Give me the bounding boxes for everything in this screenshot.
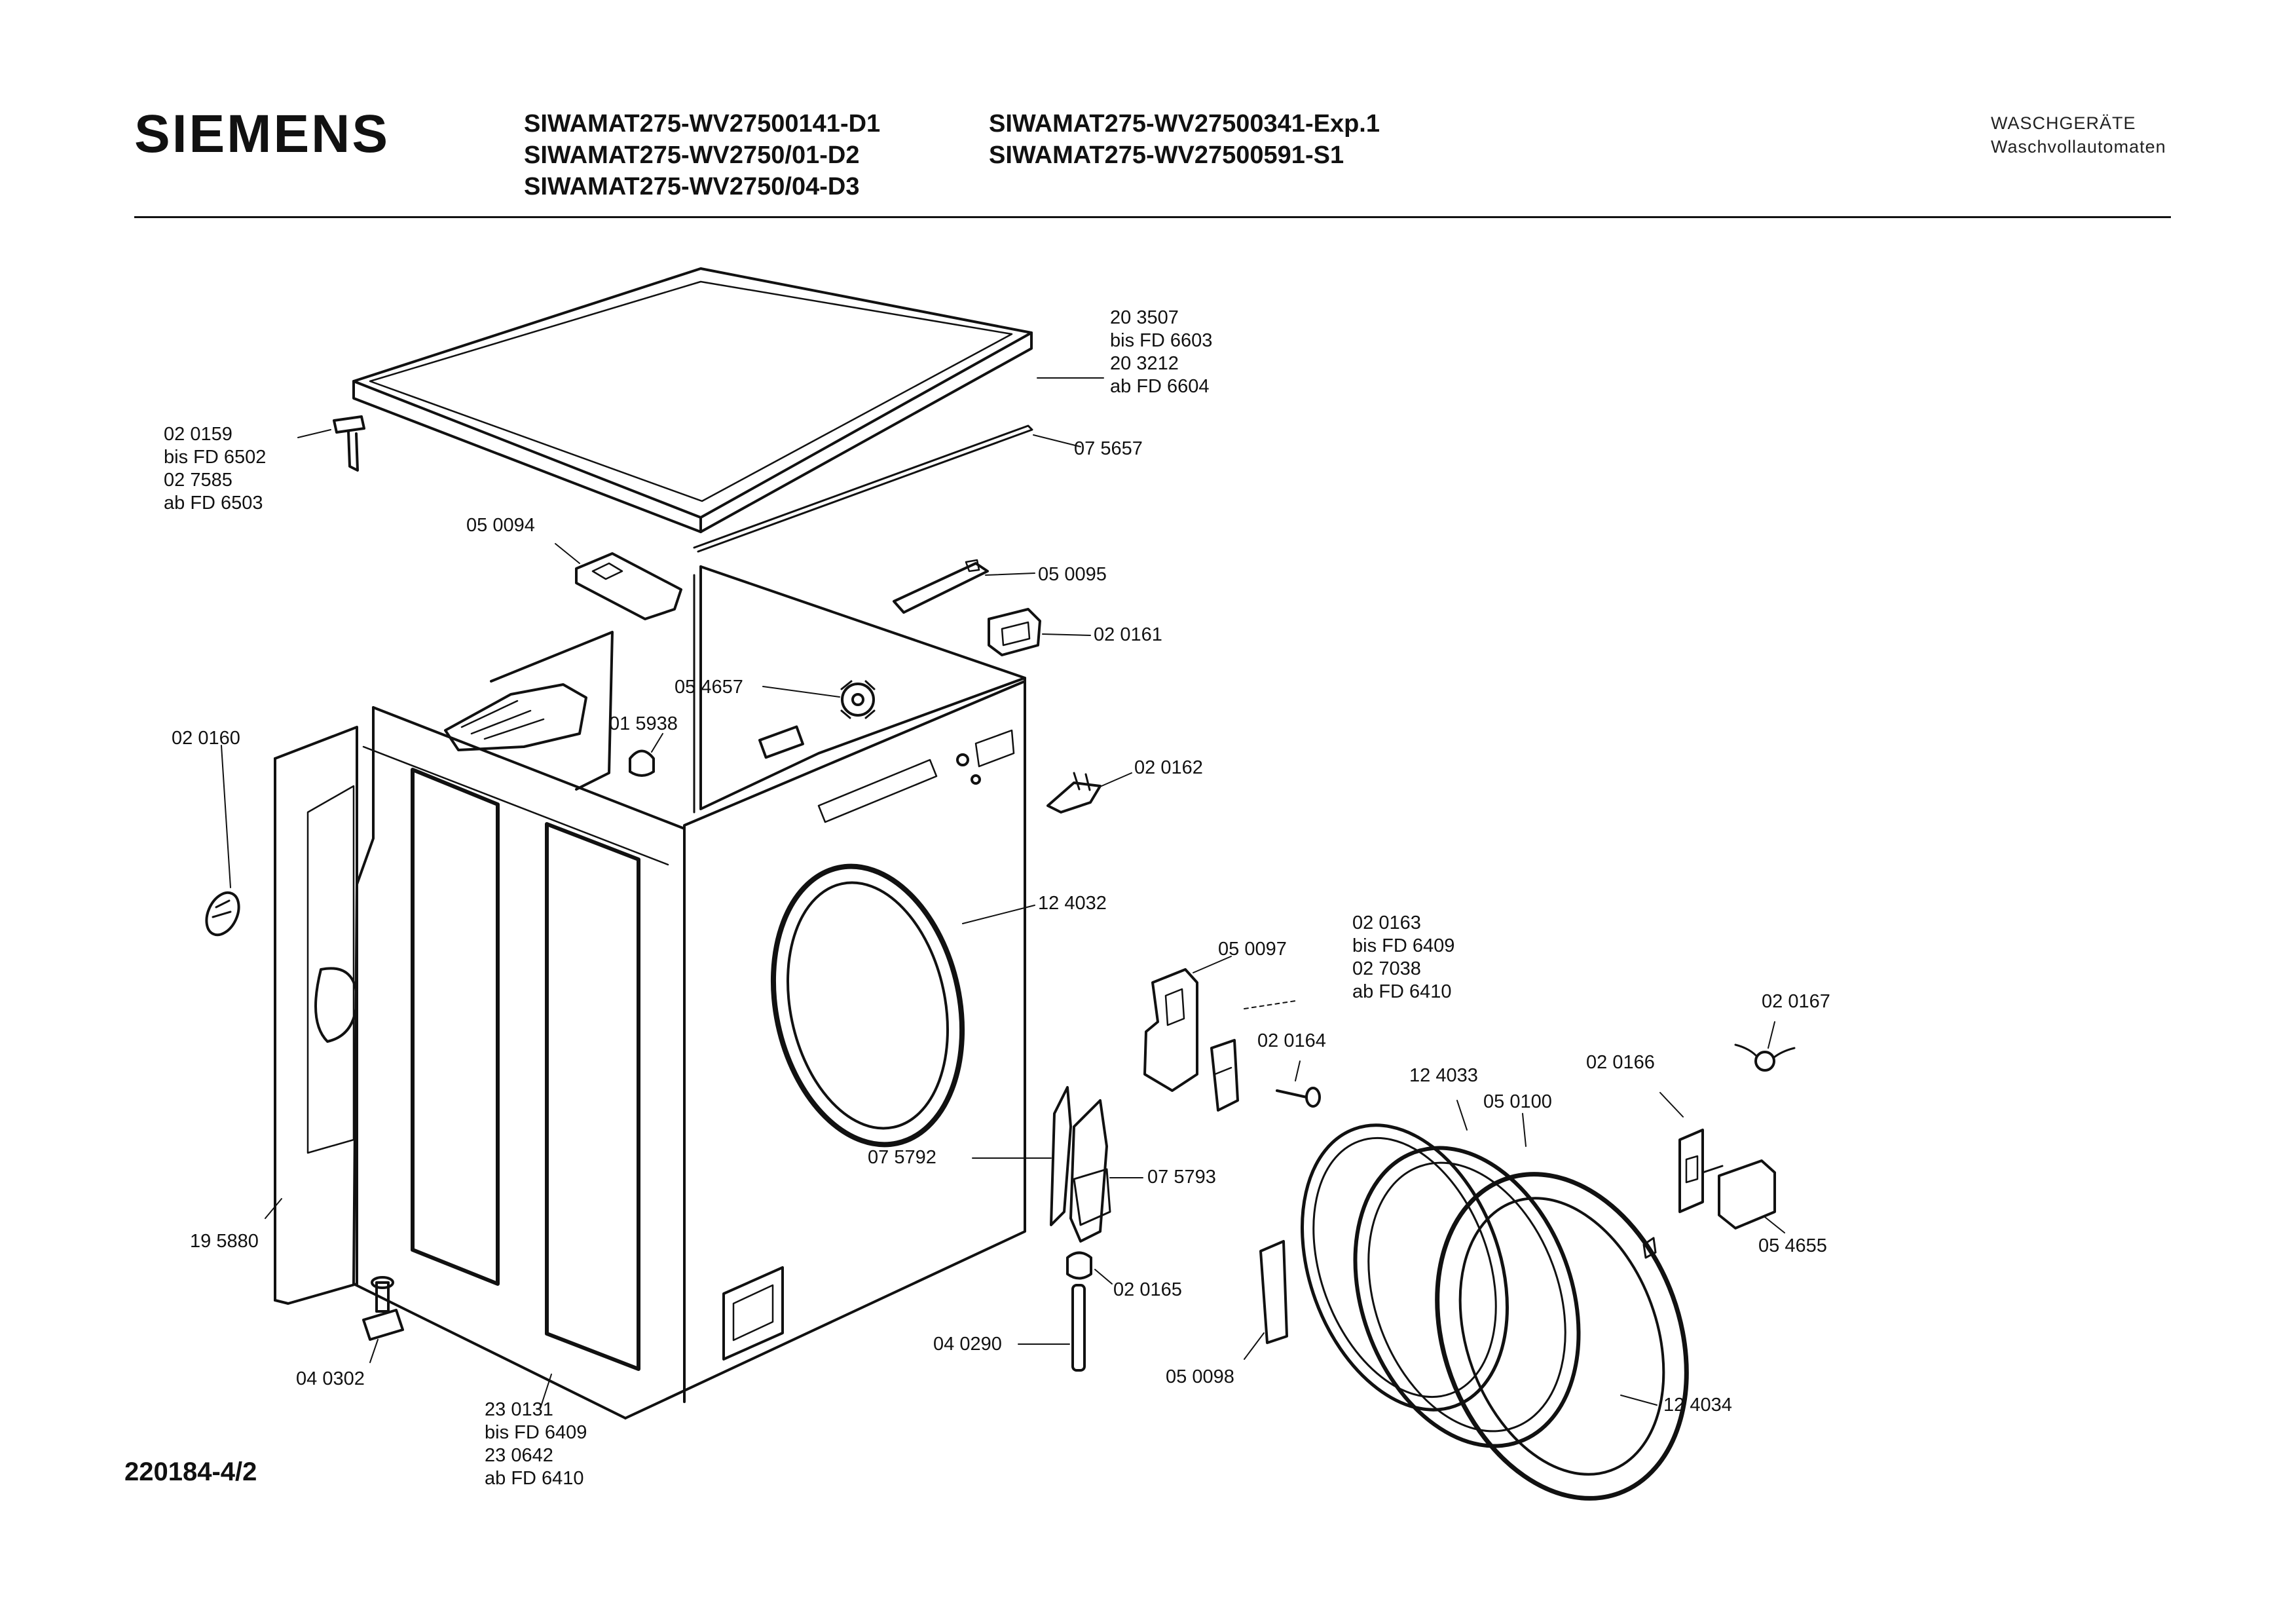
heater-drawing [444, 631, 614, 791]
brand-logo: SIEMENS [134, 104, 390, 164]
hinge-part-drawing [1210, 1000, 1296, 1112]
model-line: SIWAMAT275-WV27500141-D1 [524, 110, 881, 138]
label-top-clip: 02 0159 bis FD 6502 02 7585 ab FD 6503 [164, 423, 266, 515]
label-line: ab FD 6410 [485, 1468, 584, 1489]
drawing-code: 220184-4/2 [124, 1457, 257, 1486]
model-list-col1: SIWAMAT275-WV27500141-D1 SIWAMAT275-WV27… [524, 108, 880, 202]
top-cover-drawing [352, 267, 1104, 553]
label-line: 02 7585 [164, 470, 232, 491]
header-rule [134, 216, 2171, 218]
label-hinge-left-plate: 07 5792 [868, 1147, 936, 1168]
hinge-bracket-drawing [1143, 956, 1232, 1092]
label-bracket-left: 05 0094 [466, 515, 535, 536]
label-block-right: 02 0161 [1094, 624, 1162, 645]
door-handle-drawing [1701, 1159, 1785, 1233]
category-label: WASCHGERÄTE Waschvollautomaten [1991, 111, 2166, 159]
label-screw: 02 0164 [1257, 1030, 1326, 1051]
label-line: ab FD 6410 [1352, 981, 1452, 1002]
label-line: 02 0163 [1352, 912, 1421, 933]
label-door-hinge-strap: 05 0098 [1166, 1366, 1234, 1387]
label-seal-strip: 07 5657 [1074, 438, 1143, 459]
label-rail-right: 05 0095 [1038, 564, 1107, 585]
foot-drawing [362, 1276, 404, 1363]
label-side-panel: 19 5880 [190, 1231, 259, 1252]
latch-plate-drawing [1659, 1092, 1704, 1213]
screw-drawing [1276, 1060, 1321, 1108]
label-grommet: 02 0160 [172, 728, 240, 749]
label-door-outer-ring: 12 4034 [1663, 1395, 1732, 1416]
cap-drawing [629, 733, 663, 777]
label-line: ab FD 6604 [1110, 376, 1210, 397]
label-cabinet: 23 0131 bis FD 6409 23 0642 ab FD 6410 [485, 1398, 587, 1490]
label-latch-plate: 02 0166 [1586, 1052, 1655, 1073]
bracket-left-drawing [555, 543, 682, 620]
label-line: 23 0131 [485, 1399, 553, 1420]
label-door-handle: 05 4655 [1758, 1235, 1827, 1256]
rail-right-drawing [893, 559, 1035, 614]
label-foot: 04 0302 [296, 1368, 365, 1389]
foot-nut-pin-drawing [1018, 1251, 1113, 1372]
model-line: SIWAMAT275-WV27500341-Exp.1 [989, 110, 1380, 138]
grommet-drawing [205, 745, 240, 937]
model-line: SIWAMAT275-WV27500591-S1 [989, 141, 1344, 169]
label-star-knob: 05 4657 [675, 677, 743, 698]
label-door-inner-ring: 12 4033 [1409, 1065, 1478, 1086]
label-line: 02 0159 [164, 424, 232, 445]
star-knob-drawing [762, 680, 876, 719]
model-list-col2: SIWAMAT275-WV27500341-Exp.1 SIWAMAT275-W… [989, 108, 1380, 171]
hinge-plates-drawing [972, 1086, 1143, 1243]
label-line: bis FD 6603 [1110, 330, 1213, 351]
block-right-drawing [988, 608, 1091, 656]
label-line: 23 0642 [485, 1445, 553, 1466]
top-clip-drawing [297, 415, 365, 472]
label-pin: 04 0290 [933, 1334, 1002, 1355]
model-line: SIWAMAT275-WV2750/01-D2 [524, 141, 860, 169]
label-hinge-right-plate: 07 5793 [1147, 1167, 1216, 1188]
label-cap: 01 5938 [609, 713, 678, 734]
label-door-glass-ring: 05 0100 [1483, 1091, 1552, 1112]
label-line: bis FD 6409 [485, 1422, 587, 1443]
label-top-cover: 20 3507 bis FD 6603 20 3212 ab FD 6604 [1110, 307, 1212, 398]
model-line: SIWAMAT275-WV2750/04-D3 [524, 173, 860, 200]
label-line: bis FD 6502 [164, 447, 267, 468]
label-line: bis FD 6409 [1352, 935, 1455, 956]
category-line: WASCHGERÄTE [1991, 113, 2136, 133]
label-wing-nut: 02 0167 [1762, 991, 1830, 1012]
cabinet-drawing [352, 565, 1026, 1419]
label-line: 02 7038 [1352, 958, 1421, 979]
label-line: 20 3212 [1110, 353, 1179, 374]
label-hinge-bracket: 05 0097 [1218, 939, 1287, 960]
clip-right-drawing [1046, 772, 1132, 814]
label-hinge-part: 02 0163 bis FD 6409 02 7038 ab FD 6410 [1352, 912, 1454, 1004]
label-line: 20 3507 [1110, 307, 1179, 328]
label-clip-right: 02 0162 [1134, 757, 1203, 778]
side-panel-drawing [265, 726, 358, 1305]
door-strap-drawing [1244, 1240, 1288, 1360]
door-assembly-drawing [1301, 1100, 1689, 1501]
label-foot-nut: 02 0165 [1113, 1279, 1182, 1300]
category-line: Waschvollautomaten [1991, 137, 2166, 157]
label-door-ring-front: 12 4032 [1038, 893, 1107, 914]
label-line: ab FD 6503 [164, 493, 263, 514]
wing-nut-drawing [1734, 1021, 1796, 1072]
